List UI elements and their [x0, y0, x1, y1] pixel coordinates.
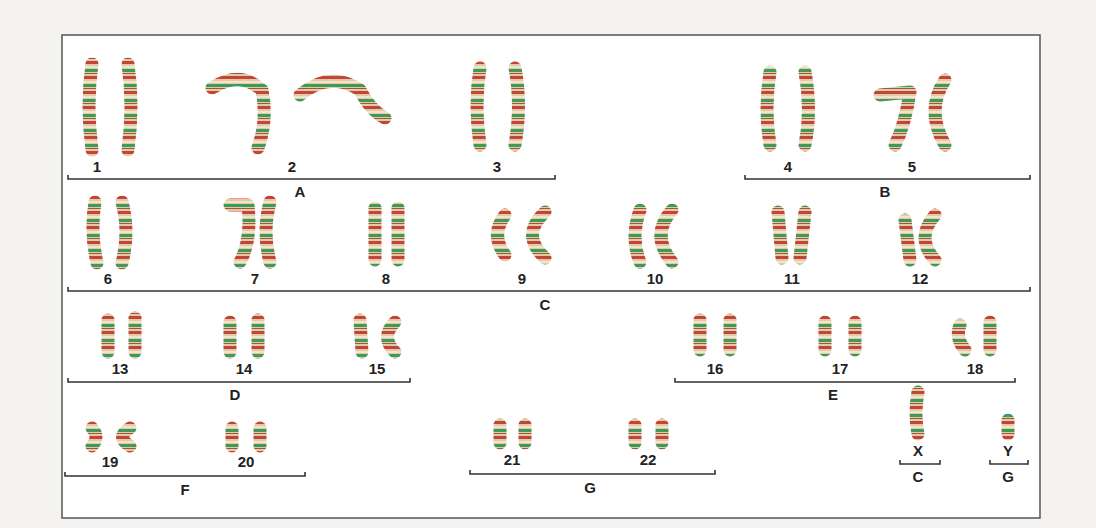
- chromosome-number: 22: [640, 451, 657, 468]
- chromosome-number: X: [913, 442, 923, 459]
- chromosome-number: 2: [288, 158, 296, 175]
- frame: [62, 35, 1040, 518]
- chromosome-number: Y: [1003, 442, 1013, 459]
- chromosome-number: 5: [908, 158, 916, 175]
- group-letter: B: [880, 183, 891, 200]
- group-letter: D: [230, 386, 241, 403]
- chromosome-number: 11: [784, 270, 800, 287]
- group-letter: F: [180, 481, 189, 498]
- chromosome-number: 8: [382, 270, 390, 287]
- chromosome-number: 14: [236, 360, 253, 377]
- chromosome-number: 13: [112, 360, 129, 377]
- chromosome-number: 1: [93, 158, 101, 175]
- chromosome-number: 15: [369, 360, 386, 377]
- chromosome-number: 6: [104, 270, 112, 287]
- group-brackets: [65, 175, 1030, 476]
- group-letter: C: [913, 468, 924, 485]
- group-letter: E: [828, 386, 838, 403]
- chromosome-number: 20: [238, 453, 255, 470]
- chromosome-number: 10: [647, 270, 664, 287]
- group-letter: A: [295, 183, 306, 200]
- chromosome-number: 12: [912, 270, 929, 287]
- chromosome-number: 18: [967, 360, 984, 377]
- group-letter: C: [540, 296, 551, 313]
- chromosomes: [89, 64, 1008, 446]
- chromosome-number: 21: [504, 451, 521, 468]
- group-letter: G: [584, 479, 596, 496]
- chromosome-number: 17: [832, 360, 849, 377]
- chromosome-number: 3: [493, 158, 501, 175]
- chromosome-number: 9: [518, 270, 526, 287]
- group-letter: G: [1002, 468, 1014, 485]
- chromosome-number: 4: [784, 158, 792, 175]
- chromosome-number: 16: [707, 360, 724, 377]
- chromosome-number: 19: [102, 453, 119, 470]
- chromosome-number: 7: [251, 270, 259, 287]
